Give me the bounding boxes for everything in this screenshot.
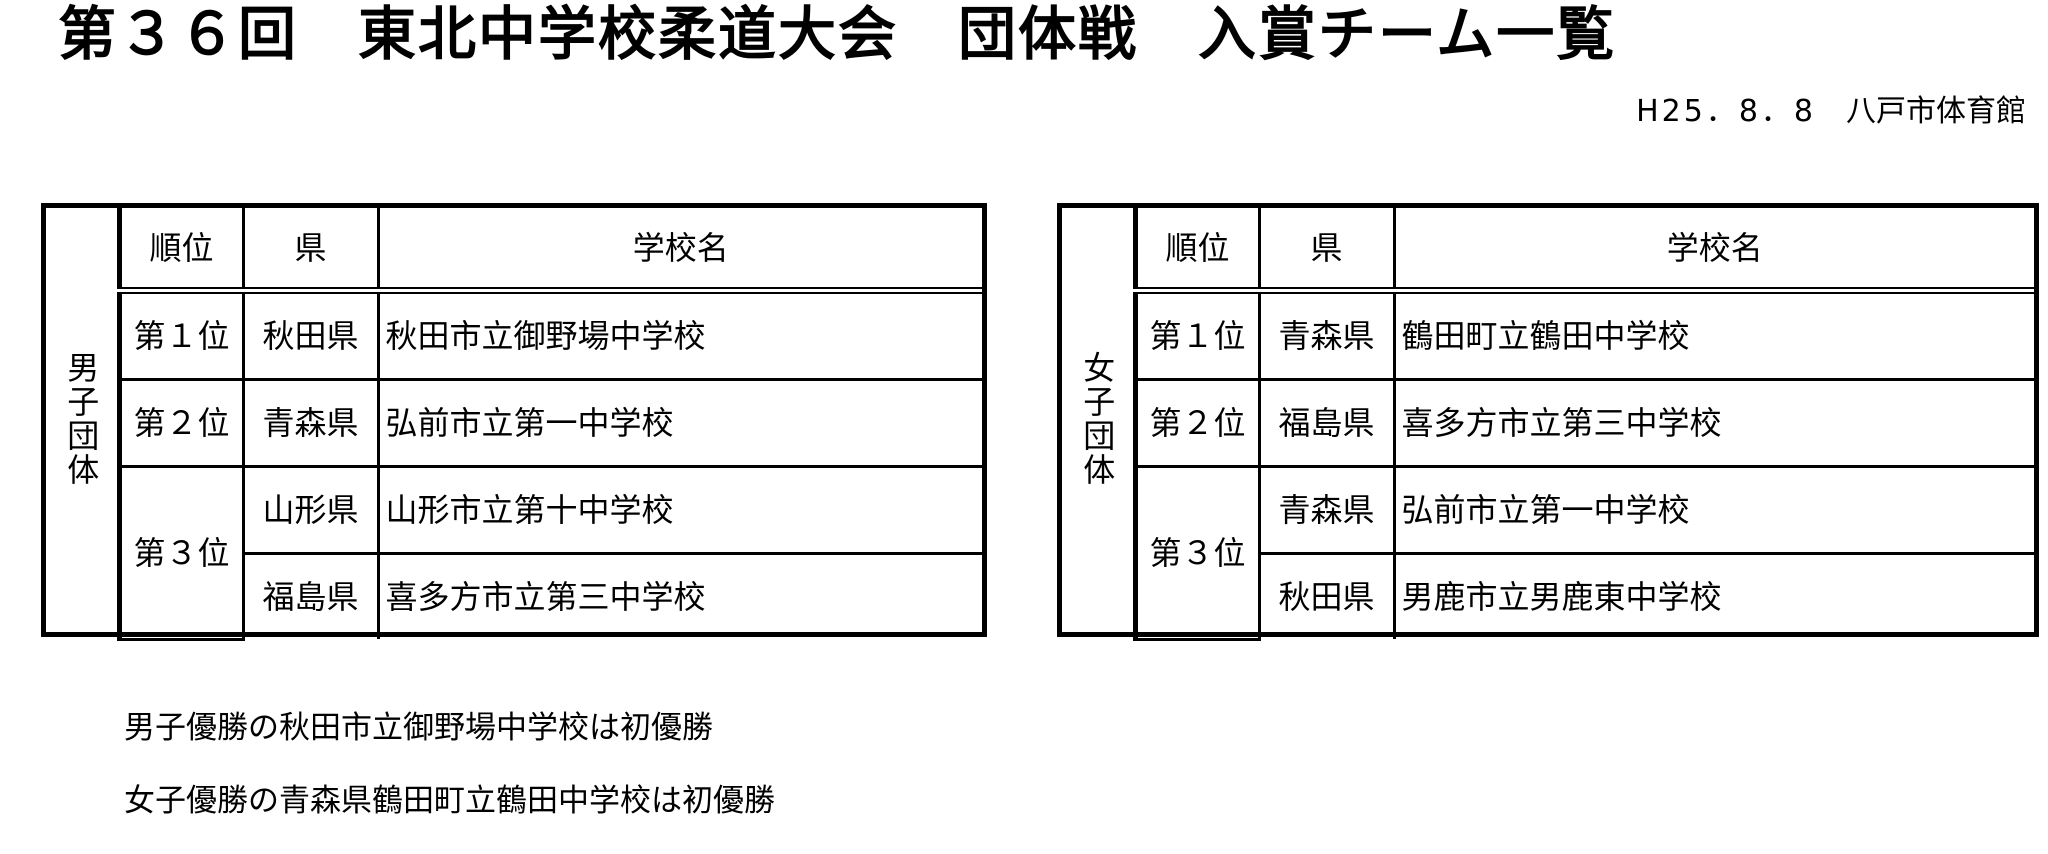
header-prefecture: 県 (241, 208, 380, 294)
header-rank: 順位 (1133, 208, 1261, 294)
notes: 男子優勝の秋田市立御野場中学校は初優勝 女子優勝の青森県鶴田町立鶴田中学校は初優… (124, 708, 775, 854)
men-group-label: 男子団体 (46, 208, 122, 639)
table-row: 秋田県 男鹿市立男鹿東中学校 (1062, 552, 2034, 639)
school-cell: 弘前市立第一中学校 (376, 378, 982, 468)
prefecture-cell: 青森県 (1257, 465, 1396, 555)
school-cell: 喜多方市立第三中学校 (1392, 378, 2034, 468)
rank-cell: 第２位 (119, 378, 245, 468)
school-cell: 男鹿市立男鹿東中学校 (1392, 552, 2034, 639)
rank-cell: 第３位 (1135, 465, 1261, 641)
women-results-table: 女子団体 順位 県 学校名 第１位 青森県 鶴田町立鶴田中学校 第２位 福島県 … (1062, 208, 2034, 641)
prefecture-cell: 青森県 (1257, 289, 1396, 381)
table-header-row: 男子団体 順位 県 学校名 (46, 208, 982, 639)
women-team-results: 女子団体 順位 県 学校名 第１位 青森県 鶴田町立鶴田中学校 第２位 福島県 … (1057, 203, 2039, 641)
rank-cell: 第２位 (1135, 378, 1261, 468)
prefecture-cell: 山形県 (241, 465, 380, 555)
table-row: 第２位 青森県 弘前市立第一中学校 (46, 378, 982, 468)
page-title: 第３６回 東北中学校柔道大会 団体戦 入賞チーム一覧 (58, 0, 1617, 68)
header-prefecture: 県 (1257, 208, 1396, 294)
table-header-row: 女子団体 順位 県 学校名 (1062, 208, 2034, 639)
prefecture-cell: 秋田県 (1259, 552, 1396, 639)
note-women-winner: 女子優勝の青森県鶴田町立鶴田中学校は初優勝 (124, 783, 775, 819)
men-results-table: 男子団体 順位 県 学校名 第１位 秋田県 秋田市立御野場中学校 第２位 青森県… (46, 208, 982, 641)
event-info: H25．8．8 八戸市体育館 (1636, 92, 2026, 132)
event-date: H25．8．8 (1636, 94, 1816, 129)
table-row: 第１位 秋田県 秋田市立御野場中学校 (46, 289, 982, 381)
school-cell: 喜多方市立第三中学校 (376, 552, 982, 639)
prefecture-cell: 秋田県 (241, 289, 380, 381)
table-row: 福島県 喜多方市立第三中学校 (46, 552, 982, 639)
note-men-winner: 男子優勝の秋田市立御野場中学校は初優勝 (124, 710, 713, 746)
table-row: 第３位 山形県 山形市立第十中学校 (46, 465, 982, 641)
school-cell: 秋田市立御野場中学校 (376, 289, 982, 381)
event-venue: 八戸市体育館 (1846, 94, 2026, 129)
header-rank: 順位 (117, 208, 245, 294)
rank-cell: 第１位 (119, 289, 245, 381)
school-cell: 弘前市立第一中学校 (1392, 465, 2034, 555)
table-row: 第１位 青森県 鶴田町立鶴田中学校 (1062, 289, 2034, 381)
women-group-label: 女子団体 (1062, 208, 1138, 639)
rank-cell: 第１位 (1135, 289, 1261, 381)
men-team-results: 男子団体 順位 県 学校名 第１位 秋田県 秋田市立御野場中学校 第２位 青森県… (41, 203, 987, 641)
school-cell: 山形市立第十中学校 (376, 465, 982, 555)
rank-cell: 第３位 (119, 465, 245, 641)
table-row: 第２位 福島県 喜多方市立第三中学校 (1062, 378, 2034, 468)
header-school: 学校名 (376, 208, 982, 294)
prefecture-cell: 福島県 (1257, 378, 1396, 468)
school-cell: 鶴田町立鶴田中学校 (1392, 289, 2034, 381)
prefecture-cell: 福島県 (243, 552, 380, 639)
prefecture-cell: 青森県 (241, 378, 380, 468)
table-row: 第３位 青森県 弘前市立第一中学校 (1062, 465, 2034, 641)
header-school: 学校名 (1392, 208, 2034, 294)
